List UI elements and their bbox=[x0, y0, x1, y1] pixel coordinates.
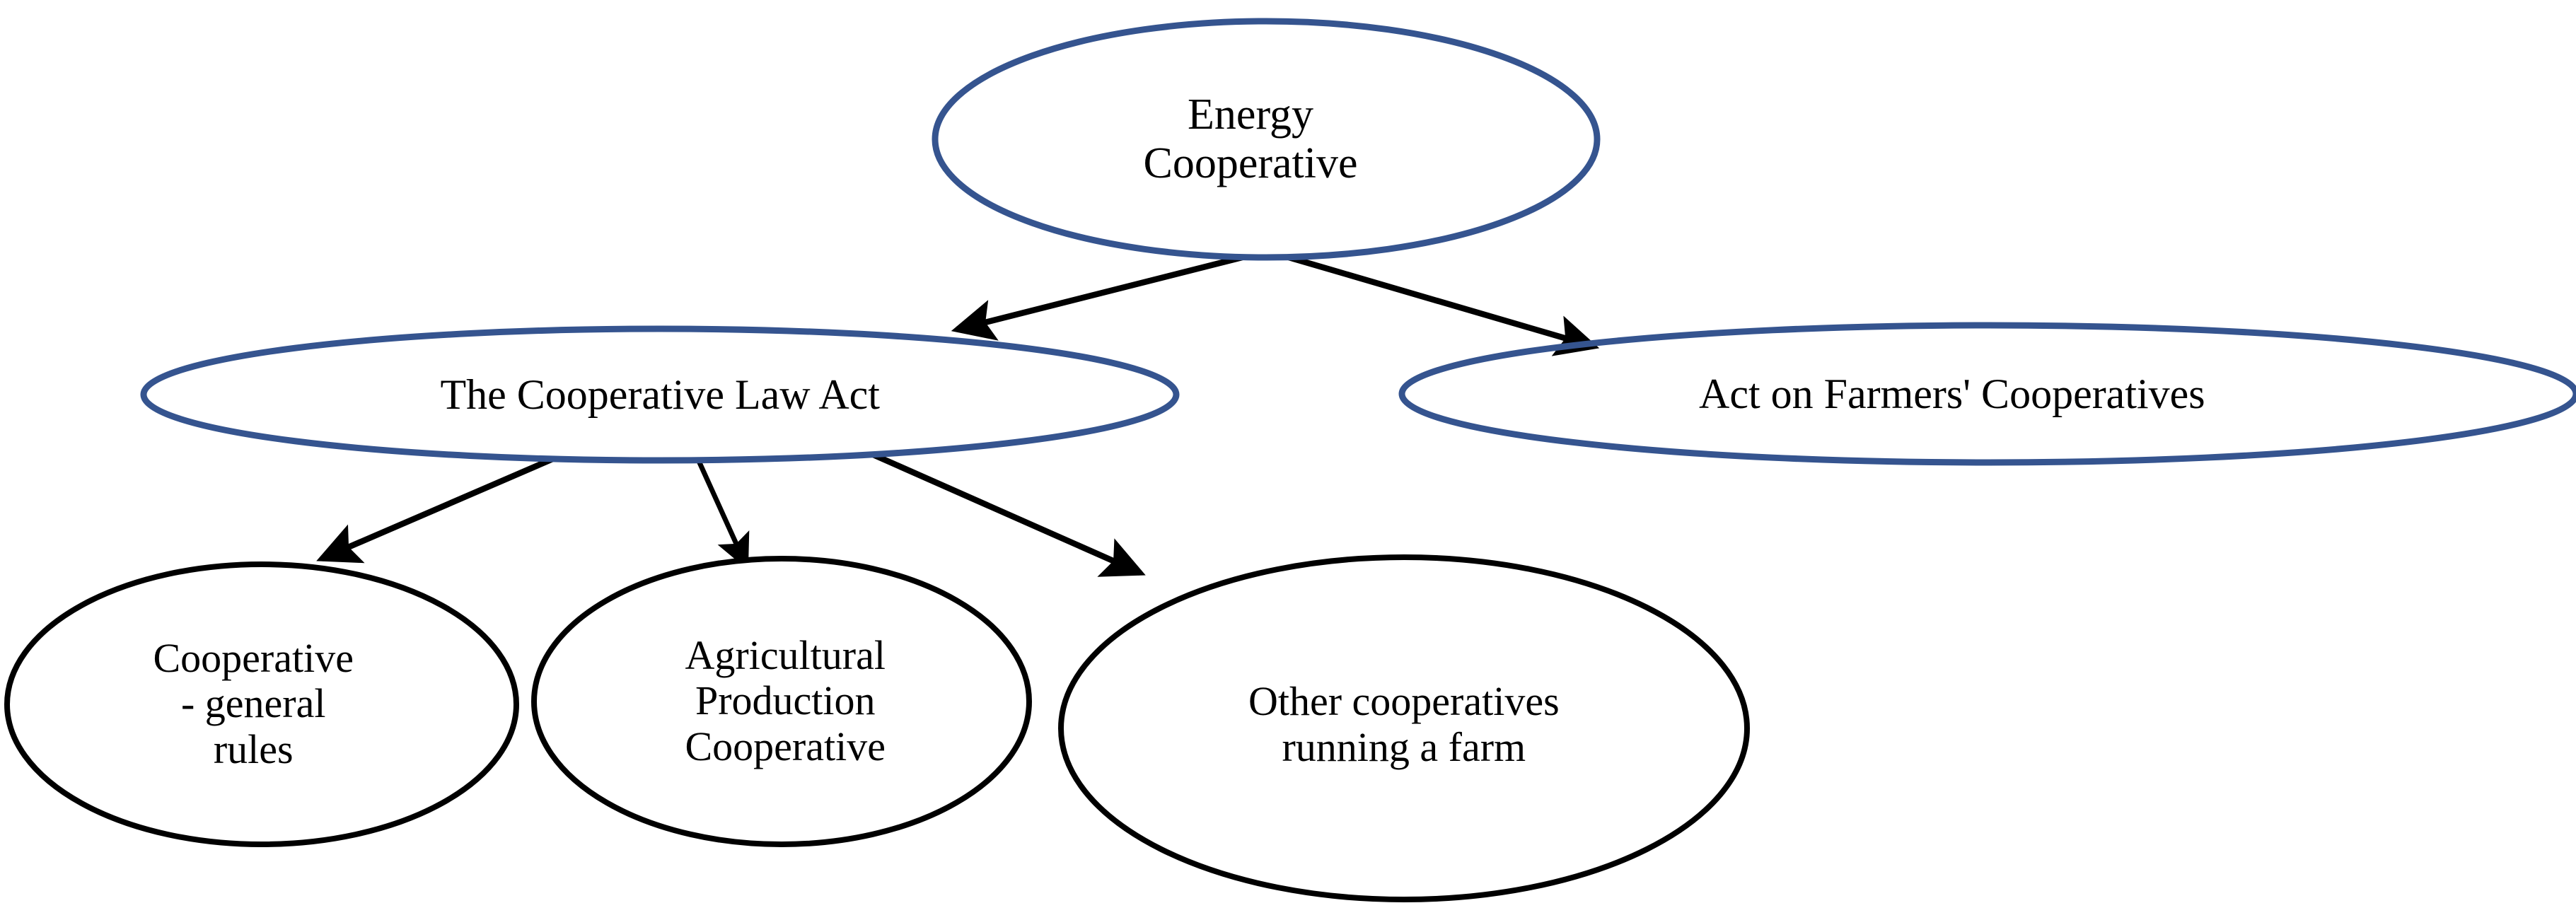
edge-energy-to-act-on-farmers bbox=[1280, 252, 1600, 356]
edge-law-act-to-general-rules bbox=[316, 450, 567, 564]
edges-layer bbox=[316, 252, 1600, 577]
node-ellipse-agricultural-production-cooperative[interactable] bbox=[531, 556, 1032, 847]
nodes-layer bbox=[4, 18, 2576, 902]
node-ellipse-cooperative-general-rules[interactable] bbox=[4, 561, 519, 847]
edge-law-act-to-agricultural-production bbox=[696, 460, 750, 571]
edge-law-act-to-other-cooperatives bbox=[869, 450, 1146, 577]
edge-energy-to-cooperative-law-act bbox=[951, 252, 1252, 341]
node-ellipse-energy-cooperative[interactable] bbox=[932, 18, 1601, 261]
node-ellipse-other-cooperatives-running-a-farm[interactable] bbox=[1058, 554, 1750, 902]
node-ellipse-cooperative-law-act[interactable] bbox=[140, 325, 1180, 464]
node-ellipse-act-on-farmers-cooperatives[interactable] bbox=[1398, 322, 2576, 466]
